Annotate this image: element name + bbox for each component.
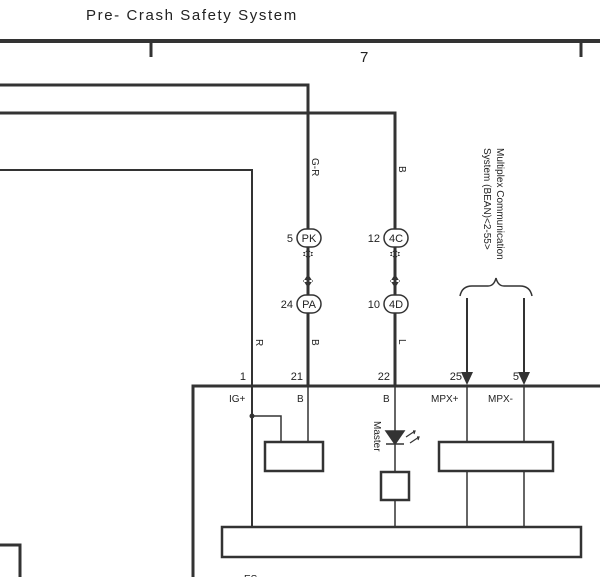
terminal-b-2: B (383, 394, 390, 405)
terminal-mpx-plus: MPX+ (431, 394, 459, 405)
internal-block-master (379, 470, 411, 502)
bus-note-line1: Multiplex Communication (494, 148, 505, 260)
master-label: Master (371, 421, 382, 452)
wire-r (0, 169, 253, 527)
connector-pa-pin: 24 (281, 299, 293, 311)
wire-label-g-r: G-R (309, 158, 320, 176)
connector-pa (296, 294, 322, 314)
ecu-box (191, 384, 600, 577)
connector-4d-pin: 10 (368, 299, 380, 311)
connector-4c (383, 228, 409, 248)
terminal-b-1: B (297, 394, 304, 405)
wire-b (0, 111, 397, 385)
bus-note-line2: System (BEAN)<2-55> (481, 148, 492, 250)
page-number: 7 (360, 49, 368, 66)
bottom-text: ES (244, 574, 258, 577)
bus-brace (459, 277, 533, 297)
pin-22: 22 (378, 371, 390, 383)
pin-25: 25 (450, 371, 462, 383)
terminal-ig-plus: IG+ (229, 394, 246, 405)
wire-label-l: L (396, 339, 407, 345)
internal-wire-ig (252, 415, 282, 442)
connector-4d-code: 4D (389, 299, 403, 311)
left-partial-box (0, 543, 22, 577)
led-icon (384, 430, 406, 446)
internal-block-b (263, 440, 325, 473)
terminal-mpx-minus: MPX- (488, 394, 513, 405)
connector-4c-pin: 12 (368, 233, 380, 245)
arrow-mpx-plus (461, 372, 473, 385)
connector-joint-pk-pa (303, 248, 313, 288)
connector-pk (296, 228, 322, 248)
led-light-rays (405, 430, 420, 444)
wire-label-b-top: B (396, 166, 407, 173)
internal-block-mpx (437, 440, 555, 473)
pin-21: 21 (291, 371, 303, 383)
wire-label-b-lower: B (309, 339, 320, 346)
connector-4c-code: 4C (389, 233, 403, 245)
connector-pk-pin: 5 (287, 233, 293, 245)
connector-pk-code: PK (302, 233, 317, 245)
arrow-mpx-minus (518, 372, 530, 385)
connector-joint-4c-4d (390, 248, 400, 288)
wire-label-r: R (253, 339, 264, 346)
pin-1: 1 (240, 371, 246, 383)
pin-5: 5 (513, 371, 519, 383)
connector-pa-code: PA (302, 299, 317, 311)
connector-4d (383, 294, 409, 314)
internal-block-bottom (220, 525, 583, 559)
diagram-title: Pre- Crash Safety System (86, 7, 298, 24)
